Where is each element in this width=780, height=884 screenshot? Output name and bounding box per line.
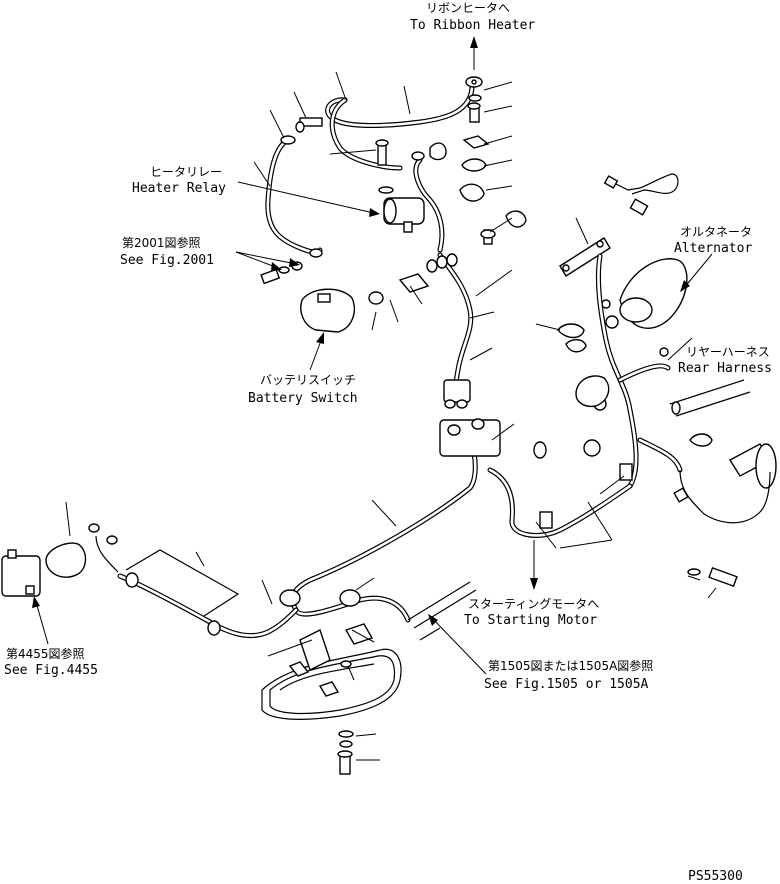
right-harness	[557, 253, 683, 489]
fig1505-label-en: See Fig.1505 or 1505A	[484, 677, 649, 692]
battery-switch-leader	[309, 332, 324, 371]
fig4455-label-en: See Fig.4455	[4, 663, 98, 678]
battery-switch	[300, 273, 430, 333]
top-right-sensor	[603, 173, 679, 216]
alternator	[601, 258, 688, 329]
battery-switch-label-en: Battery Switch	[248, 391, 358, 406]
heater-relay-label-en: Heater Relay	[132, 181, 226, 196]
starting-motor-leader	[530, 540, 538, 590]
alternator-label-en: Alternator	[674, 241, 752, 256]
starting-motor-cable	[407, 581, 477, 641]
ribbon-heater-cable	[325, 76, 490, 202]
rear-harness-connector	[669, 379, 751, 417]
fig2001-label-jp: 第2001図参照	[122, 235, 201, 250]
starting-motor-label-jp: スターティングモータへ	[468, 597, 599, 611]
battery-switch-label-jp: バッテリスイッチ	[260, 373, 356, 387]
heater-relay-cables	[265, 97, 527, 258]
bottom-bolts	[337, 660, 354, 775]
heater-relay-label-jp: ヒータリレー	[150, 165, 222, 179]
alternator-bracket	[559, 237, 611, 277]
ribbon-heater-label-jp: リボンヒータへ	[426, 1, 510, 15]
bottom-bracket-loop	[261, 623, 402, 720]
right-sensor	[673, 433, 777, 524]
rear-harness-label-en: Rear Harness	[678, 361, 772, 376]
heater-relay	[378, 142, 447, 253]
heater-relay-leader	[237, 181, 380, 217]
starting-motor-label-en: To Starting Motor	[464, 613, 597, 628]
right-bottom-bolt	[687, 566, 738, 588]
fig2001-label-en: See Fig.2001	[120, 253, 214, 268]
fig2001-leaders	[235, 251, 300, 271]
left-harness-tube	[88, 523, 299, 639]
ribbon-heater-label-en: To Ribbon Heater	[410, 18, 535, 33]
fig4455-leader	[32, 596, 49, 645]
fig1505-leader	[428, 614, 487, 675]
drawing-code: PS55300	[688, 869, 743, 884]
alternator-label-jp: オルタネータ	[680, 225, 752, 239]
main-harness-horizontal	[279, 418, 633, 623]
main-harness-vertical	[426, 252, 474, 409]
leader-lines	[65, 71, 717, 761]
fig1505-label-jp: 第1505図または1505A図参照	[488, 658, 653, 673]
left-connector	[1, 542, 87, 597]
alternator-leader	[680, 253, 713, 292]
fig4455-label-jp: 第4455図参照	[6, 646, 85, 661]
rear-harness-label-jp: リヤーハーネス	[686, 345, 770, 359]
ribbon-heater-arrow	[470, 36, 478, 70]
